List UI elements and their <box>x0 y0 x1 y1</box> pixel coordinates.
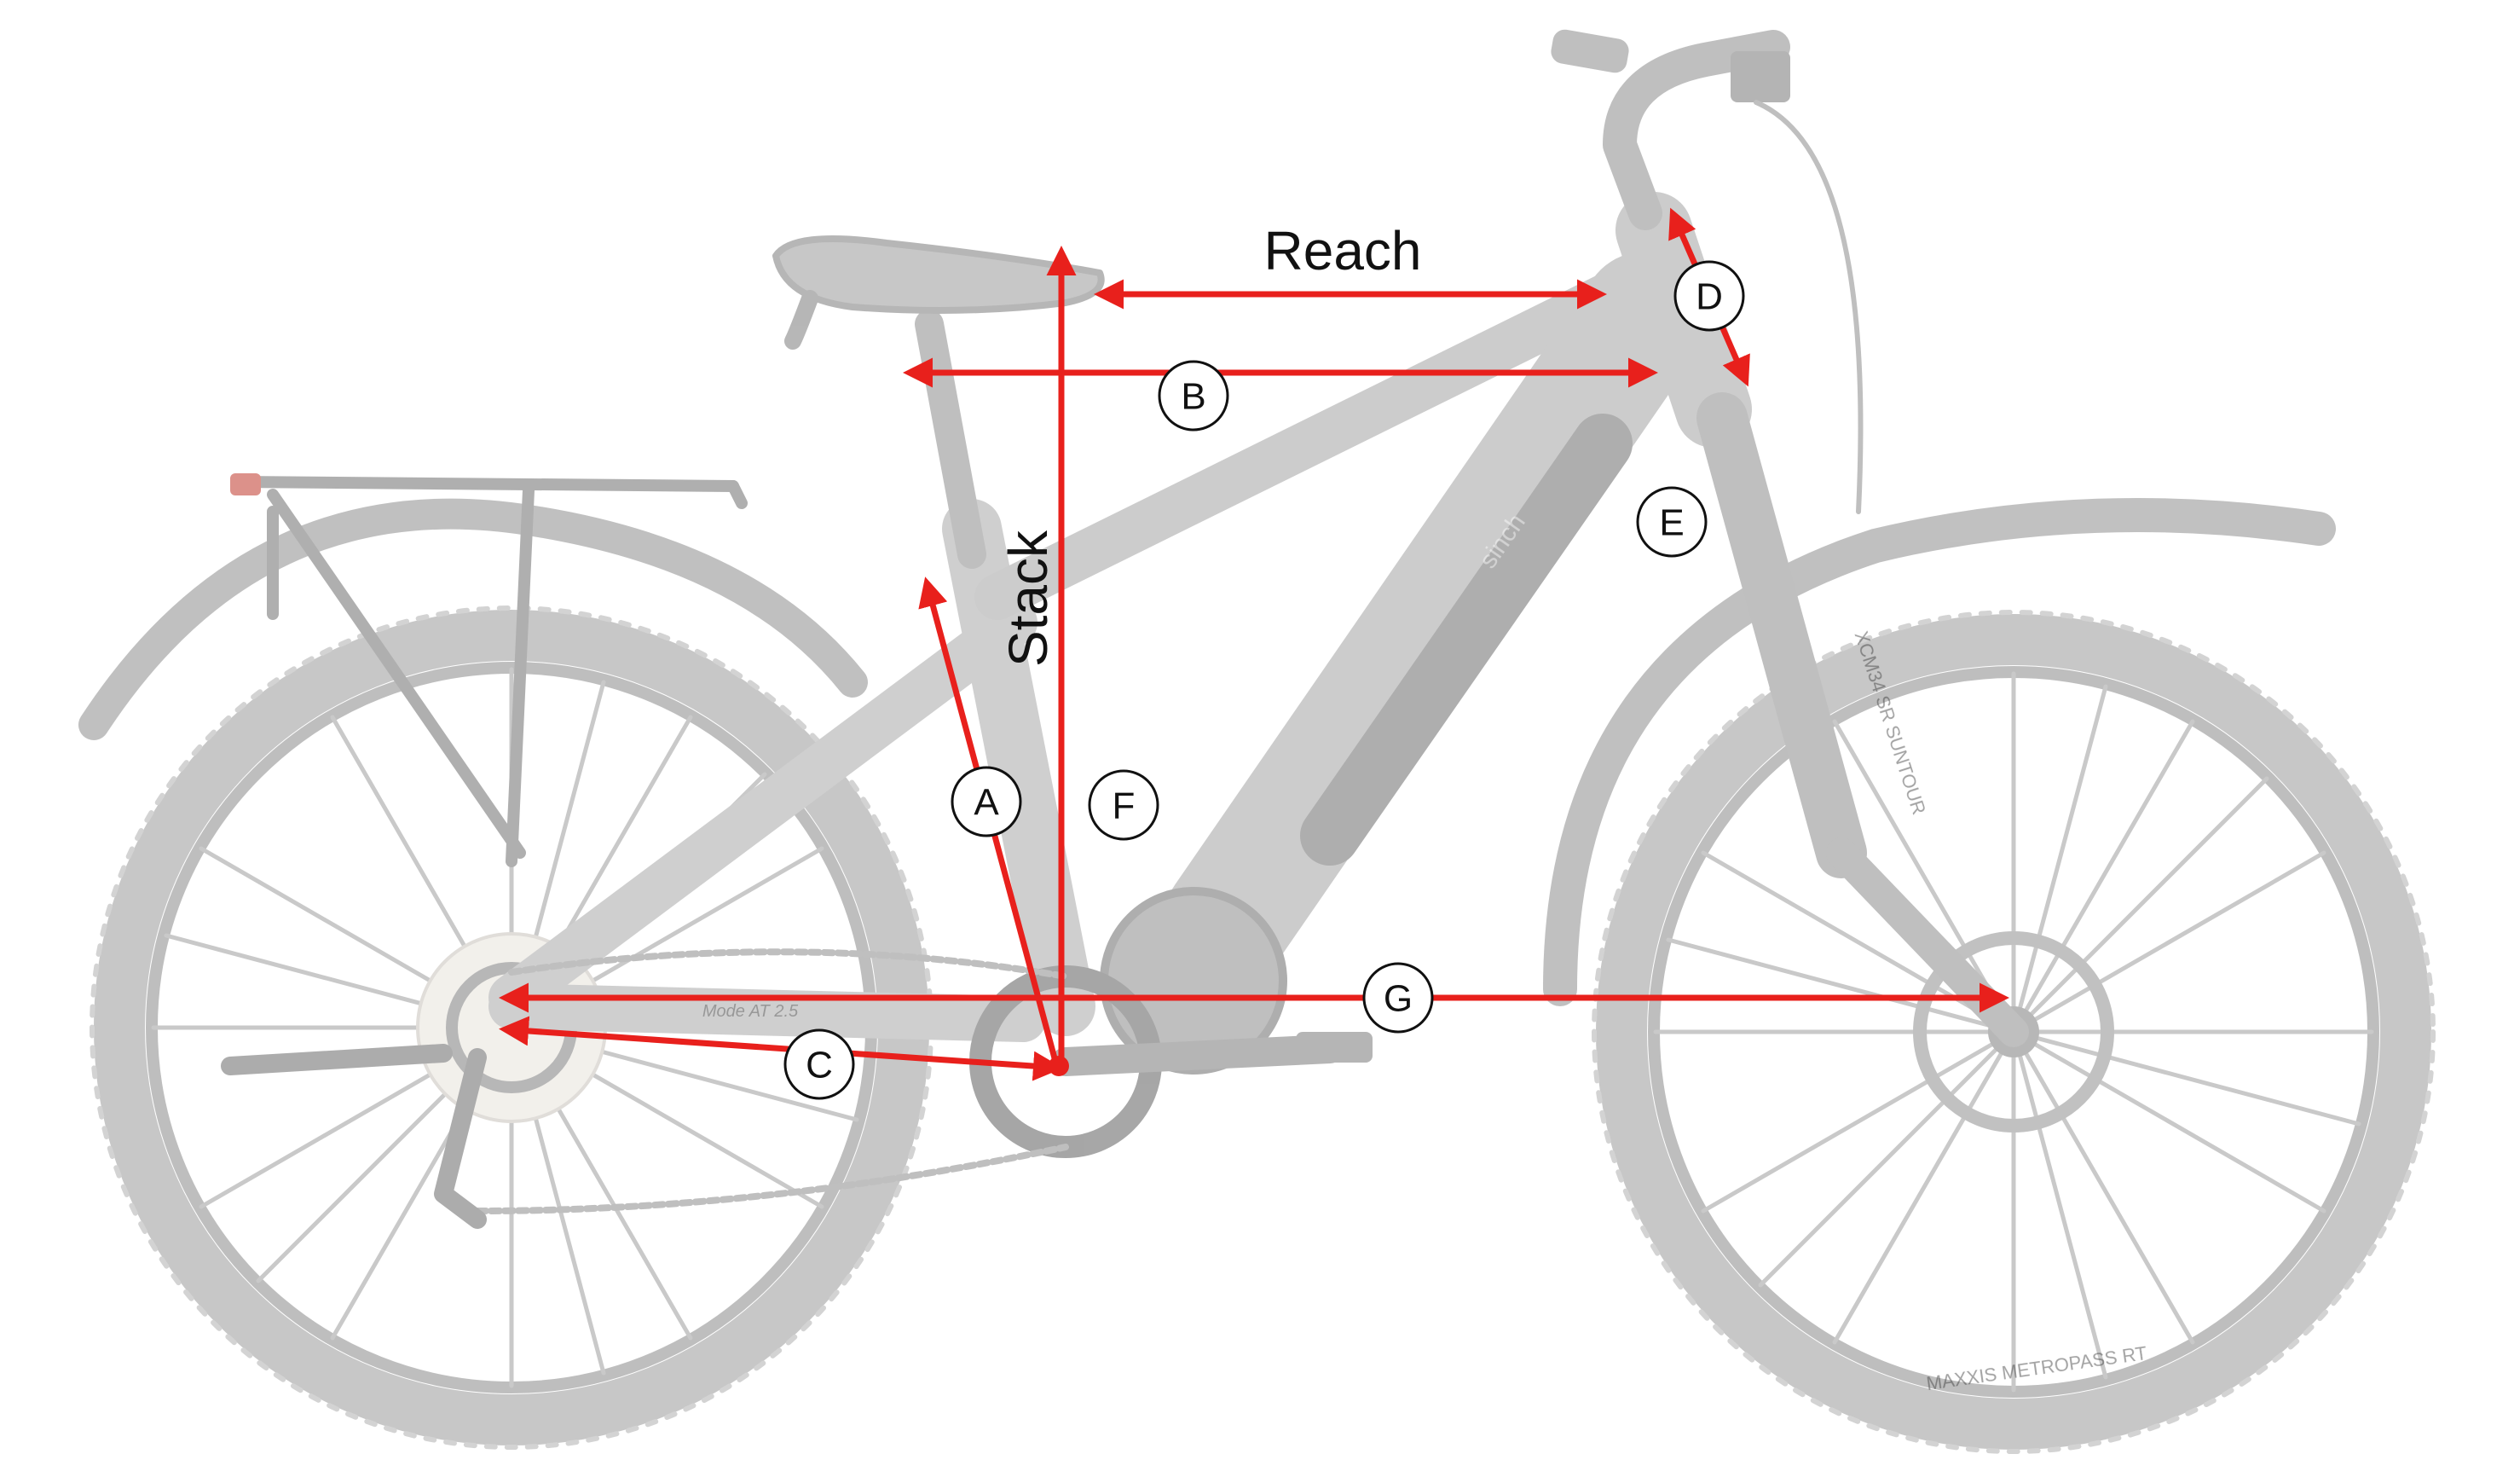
label-b: B <box>1181 376 1205 418</box>
saddle <box>772 235 1105 314</box>
label-d: D <box>1696 276 1723 318</box>
bb-dot <box>1049 1056 1069 1076</box>
rear-light <box>230 473 261 495</box>
battery <box>1300 414 1633 866</box>
pedal <box>1296 1032 1373 1063</box>
handlebar <box>1603 30 1790 230</box>
kickstand <box>221 1044 453 1075</box>
crank-arm <box>1051 1034 1344 1076</box>
brake-cable <box>1754 100 1864 514</box>
down-tube <box>1164 252 1709 985</box>
headlight <box>1731 51 1790 102</box>
label-b-badge: B <box>1158 360 1229 432</box>
derailleur <box>434 1048 487 1229</box>
top-tube <box>974 241 1694 620</box>
measurement-lines <box>499 207 2009 1081</box>
label-f: F <box>1113 785 1136 827</box>
label-g-badge: G <box>1362 962 1434 1034</box>
rear-rack <box>233 476 748 867</box>
label-a: A <box>974 782 999 824</box>
chainstay-text: Mode AT 2.5 <box>702 1002 799 1021</box>
label-d-badge: D <box>1673 260 1745 332</box>
label-g: G <box>1384 978 1413 1020</box>
front-wheel <box>1592 610 2436 1454</box>
front-fender <box>1543 498 2336 1006</box>
stack-label: Stack <box>997 530 1059 667</box>
label-a-badge: A <box>951 766 1022 837</box>
rear-fender <box>78 498 868 740</box>
bike-illustration <box>78 29 2436 1454</box>
c-arrow <box>499 1016 1063 1081</box>
label-c: C <box>806 1045 833 1086</box>
label-e: E <box>1659 502 1684 544</box>
measurement-labels: Reach Stack A B C D E F G <box>783 220 1745 1100</box>
label-c-badge: C <box>783 1028 855 1100</box>
fork <box>1696 392 1867 878</box>
label-f-badge: F <box>1088 769 1159 841</box>
reach-label: Reach <box>1264 220 1422 281</box>
label-e-badge: E <box>1636 486 1708 558</box>
chain <box>508 948 1069 980</box>
